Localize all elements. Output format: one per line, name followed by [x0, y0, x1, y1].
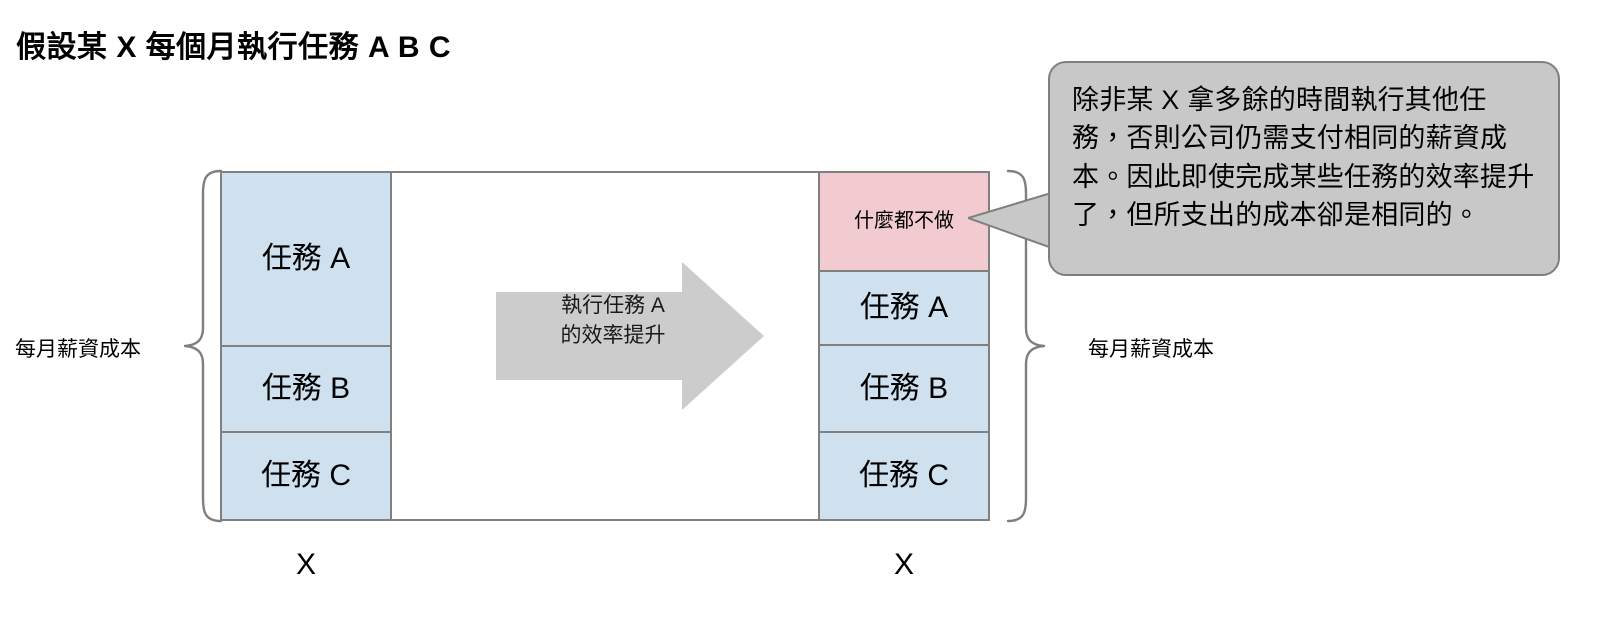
arrow-label-line2: 的效率提升	[560, 324, 666, 348]
left-brace-icon	[183, 168, 223, 524]
efficiency-arrow-icon	[496, 262, 764, 410]
right-axis-label: X	[893, 548, 914, 581]
right-cell-task-a: 任務 A	[818, 270, 990, 346]
right-cell-task-a-label: 任務 A	[859, 291, 949, 325]
arrow-label-line1: 執行任務 A	[561, 294, 665, 317]
left-cell-task-c-label: 任務 C	[261, 459, 351, 493]
callout-bubble: 除非某 X 拿多餘的時間執行其他任務，否則公司仍需支付相同的薪資成本。因此即使完…	[1048, 61, 1560, 276]
left-cell-task-a: 任務 A	[220, 171, 392, 347]
page-title: 假設某 X 每個月執行任務 A B C	[16, 31, 452, 64]
arrow-label: 執行任務 A 的效率提升	[528, 291, 698, 352]
right-cell-task-c: 任務 C	[818, 431, 990, 521]
left-cell-task-a-label: 任務 A	[261, 242, 351, 276]
left-brace-label: 每月薪資成本	[15, 338, 141, 361]
right-cell-do-nothing: 什麼都不做	[818, 171, 990, 272]
callout-text: 除非某 X 拿多餘的時間執行其他任務，否則公司仍需支付相同的薪資成本。因此即使完…	[1072, 85, 1535, 230]
left-axis-label: X	[295, 548, 316, 581]
left-cell-task-b-label: 任務 B	[261, 372, 351, 406]
right-brace-icon	[1006, 168, 1046, 524]
right-brace-label: 每月薪資成本	[1088, 338, 1214, 361]
right-stack: 什麼都不做 任務 A 任務 B 任務 C	[818, 171, 990, 521]
right-cell-task-b: 任務 B	[818, 344, 990, 433]
right-cell-task-c-label: 任務 C	[859, 459, 949, 493]
left-stack: 任務 A 任務 B 任務 C	[220, 171, 392, 521]
left-cell-task-b: 任務 B	[220, 345, 392, 433]
right-cell-task-b-label: 任務 B	[859, 371, 949, 405]
right-cell-do-nothing-label: 什麼都不做	[854, 210, 954, 232]
left-cell-task-c: 任務 C	[220, 431, 392, 521]
